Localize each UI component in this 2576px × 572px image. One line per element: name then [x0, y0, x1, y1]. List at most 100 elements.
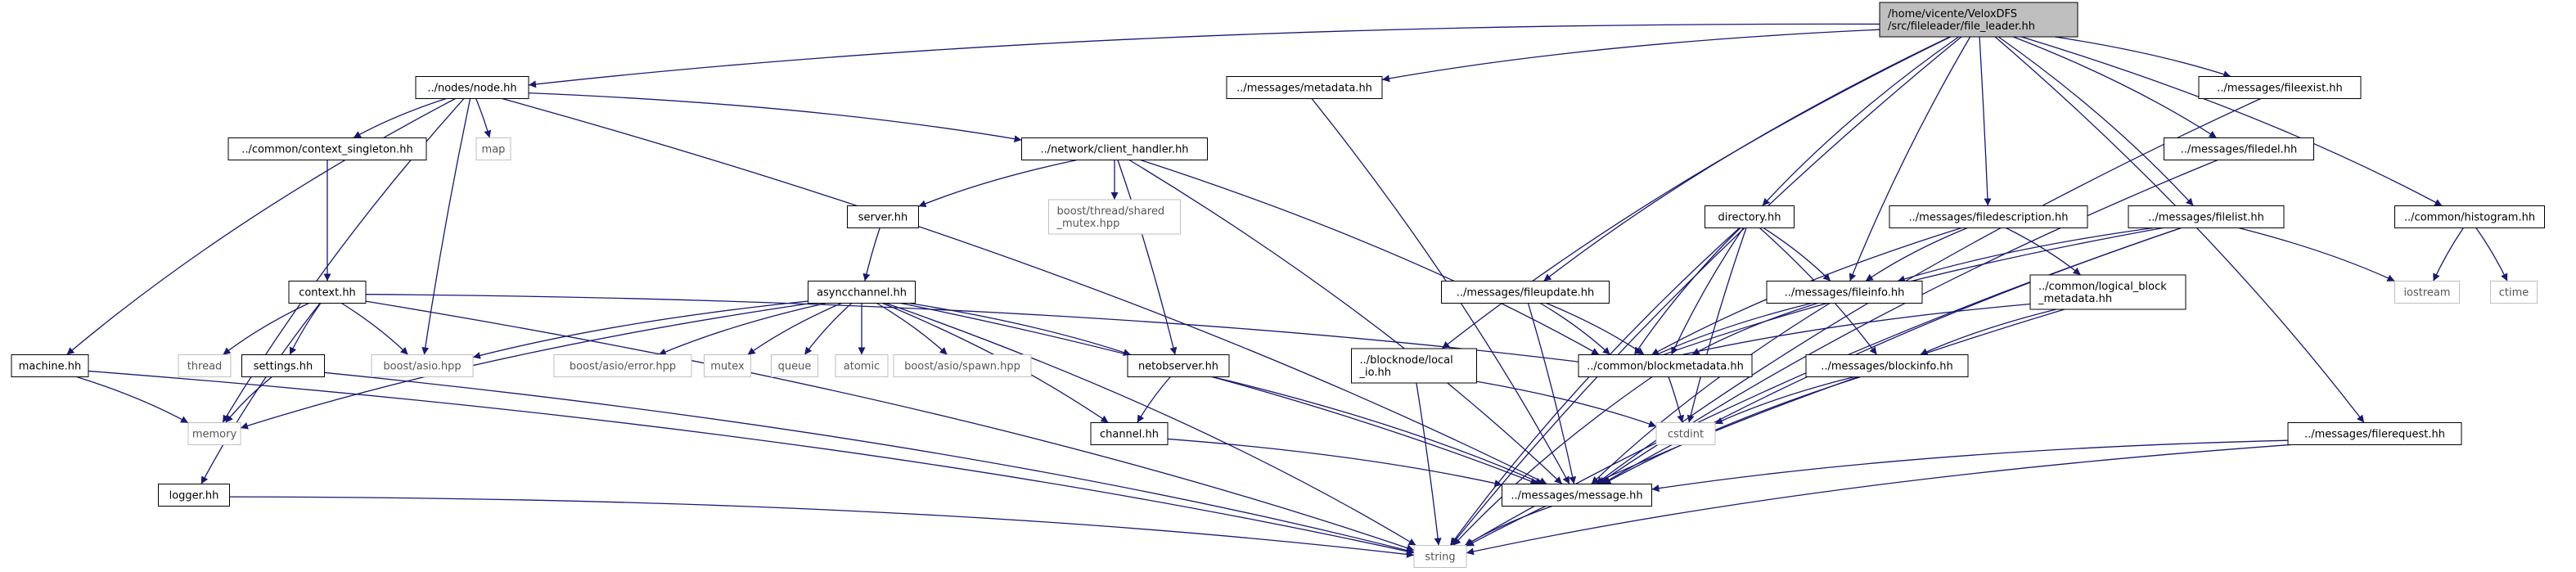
- node-metadata[interactable]: ../messages/metadata.hh: [1226, 76, 1383, 99]
- node-box: [2394, 205, 2545, 228]
- edge-fileupdate-to-vector: [1539, 302, 1611, 355]
- node-label: settings.hh: [254, 361, 313, 373]
- node-box: [1021, 137, 1208, 160]
- edge-histogram-to-ctime: [2475, 227, 2508, 281]
- node-filelist[interactable]: ../messages/filelist.hh: [2128, 205, 2285, 228]
- edge-asyncchannel-to-boost_error: [658, 302, 826, 356]
- node-box: [11, 354, 89, 377]
- node-mutex: mutex: [704, 354, 751, 377]
- node-box: [2287, 422, 2462, 445]
- edge-context-to-logger: [200, 303, 321, 484]
- node-box: [2164, 137, 2314, 160]
- node-label: machine.hh: [19, 361, 81, 373]
- edge-channel-to-message: [1167, 438, 1502, 487]
- edge-asyncchannel-to-netobserver: [908, 302, 1132, 356]
- node-label: ../common/logical_block: [2038, 281, 2167, 293]
- node-directory[interactable]: directory.hh: [1705, 205, 1795, 228]
- edge-logical_block-to-vector: [1651, 303, 2031, 364]
- edge-client_handler-to-netobserver: [1117, 160, 1178, 355]
- edge-settings-to-string: [324, 372, 1415, 554]
- edge-asyncchannel-to-mutex: [747, 302, 842, 356]
- node-label: boost/thread/shared: [1057, 205, 1165, 218]
- node-channel[interactable]: channel.hh: [1090, 422, 1169, 445]
- node-label: boost/asio/error.hpp: [570, 361, 676, 373]
- edge-message-to-string: [1464, 505, 1553, 547]
- node-box: [2029, 274, 2186, 310]
- node-box: [1226, 76, 1383, 99]
- node-asyncchannel[interactable]: asyncchannel.hh: [808, 281, 916, 304]
- node-netobserver[interactable]: netobserver.hh: [1127, 354, 1230, 377]
- node-machine[interactable]: machine.hh: [11, 354, 89, 377]
- edge-client_handler-to-message: [1128, 159, 1563, 484]
- node-fileexist[interactable]: ../messages/fileexist.hh: [2198, 76, 2362, 99]
- node-map: map: [475, 137, 511, 160]
- node-box: [1766, 281, 1923, 304]
- node-blockinfo[interactable]: ../messages/blockinfo.hh: [1805, 354, 1969, 377]
- edge-root-to-filedel: [2013, 36, 2218, 139]
- edge-blockinfo-to-cstdint: [1714, 376, 1855, 425]
- edge-blockmetadata-to-cstdint: [1668, 376, 1685, 423]
- node-histogram[interactable]: ../common/histogram.hh: [2394, 205, 2545, 228]
- edge-fileupdate-to-message: [1527, 303, 1577, 484]
- edge-directory-to-string: [1449, 227, 1741, 546]
- node-queue: queue: [771, 354, 818, 377]
- node-client-handler[interactable]: ../network/client_handler.hh: [1021, 137, 1208, 160]
- node-fileinfo[interactable]: ../messages/fileinfo.hh: [1766, 281, 1923, 304]
- edge-filedescription-to-fileinfo: [1865, 227, 1968, 282]
- edge-filerequest-to-string: [1466, 444, 2291, 556]
- node-label: asyncchannel.hh: [817, 287, 907, 300]
- edge-filelist-to-iostream: [2238, 227, 2395, 282]
- edge-directory-to-blockmetadata: [1671, 227, 1744, 355]
- edge-root-to-fileupdate: [1543, 36, 1951, 282]
- node-label: netobserver.hh: [1138, 361, 1218, 373]
- node-filerequest[interactable]: ../messages/filerequest.hh: [2287, 422, 2462, 445]
- node-label: directory.hh: [1718, 212, 1781, 224]
- node-box: [808, 281, 916, 304]
- edge-root-to-filedescription: [1979, 36, 1992, 206]
- edge-node_hh-to-ctx_singleton: [353, 97, 447, 139]
- node-label: ../common/context_singleton.hh: [241, 144, 413, 156]
- node-box: [1413, 545, 1467, 568]
- node-label: ../messages/filerequest.hh: [2304, 429, 2445, 441]
- node-context[interactable]: context.hh: [288, 281, 367, 304]
- node-atomic: atomic: [835, 354, 889, 377]
- edge-logical_block-to-blockinfo: [1920, 309, 2057, 356]
- node-fileupdate[interactable]: ../messages/fileupdate.hh: [1441, 281, 1610, 304]
- node-message[interactable]: ../messages/message.hh: [1502, 484, 1652, 507]
- node-filedel[interactable]: ../messages/filedel.hh: [2164, 137, 2314, 160]
- node-label: _io.hh: [1359, 367, 1391, 379]
- node-settings[interactable]: settings.hh: [241, 354, 325, 377]
- node-node-hh[interactable]: ../nodes/node.hh: [415, 76, 529, 99]
- node-label: boost/asio.hpp: [383, 361, 461, 373]
- edge-netobserver-to-channel: [1137, 376, 1171, 423]
- edge-root-to-string: [1451, 36, 1962, 546]
- edge-context-to-boost_asio: [341, 302, 409, 355]
- node-box: [415, 76, 529, 99]
- node-local-io[interactable]: ../blocknode/local_io.hh: [1351, 348, 1477, 384]
- node-box: [1048, 199, 1181, 235]
- node-label: /home/vicente/VeloxDFS: [1888, 8, 2017, 20]
- node-boost-spawn: boost/asio/spawn.hpp: [893, 354, 1032, 377]
- node-server[interactable]: server.hh: [847, 205, 919, 228]
- node-logical-block[interactable]: ../common/logical_block_metadata.hh: [2029, 274, 2186, 310]
- edge-asyncchannel-to-boost_spawn: [876, 302, 948, 355]
- edge-directory-to-fileinfo: [1763, 227, 1831, 281]
- edge-local_io-to-cstdint: [1476, 381, 1657, 428]
- node-filedescription[interactable]: ../messages/filedescription.hh: [1889, 205, 2088, 228]
- edge-client_handler-to-server: [918, 159, 1078, 208]
- edge-machine-to-string: [88, 370, 1415, 556]
- node-box: [2490, 281, 2538, 304]
- node-logger[interactable]: logger.hh: [158, 484, 230, 507]
- node-blockmetadata[interactable]: ../common/blockmetadata.hh: [1578, 354, 1753, 377]
- node-ctx-singleton[interactable]: ../common/context_singleton.hh: [227, 137, 427, 160]
- node-label: ../common/histogram.hh: [2404, 212, 2535, 224]
- edge-local_io-to-string: [1416, 382, 1442, 546]
- node-box: [2394, 281, 2460, 304]
- node-label: logger.hh: [169, 490, 219, 502]
- node-box: [1705, 205, 1795, 228]
- node-box: [893, 354, 1032, 377]
- edge-asyncchannel-to-message: [900, 302, 1538, 485]
- node-label: queue: [778, 361, 812, 373]
- node-thread: thread: [178, 354, 232, 377]
- node-box: [1351, 348, 1477, 384]
